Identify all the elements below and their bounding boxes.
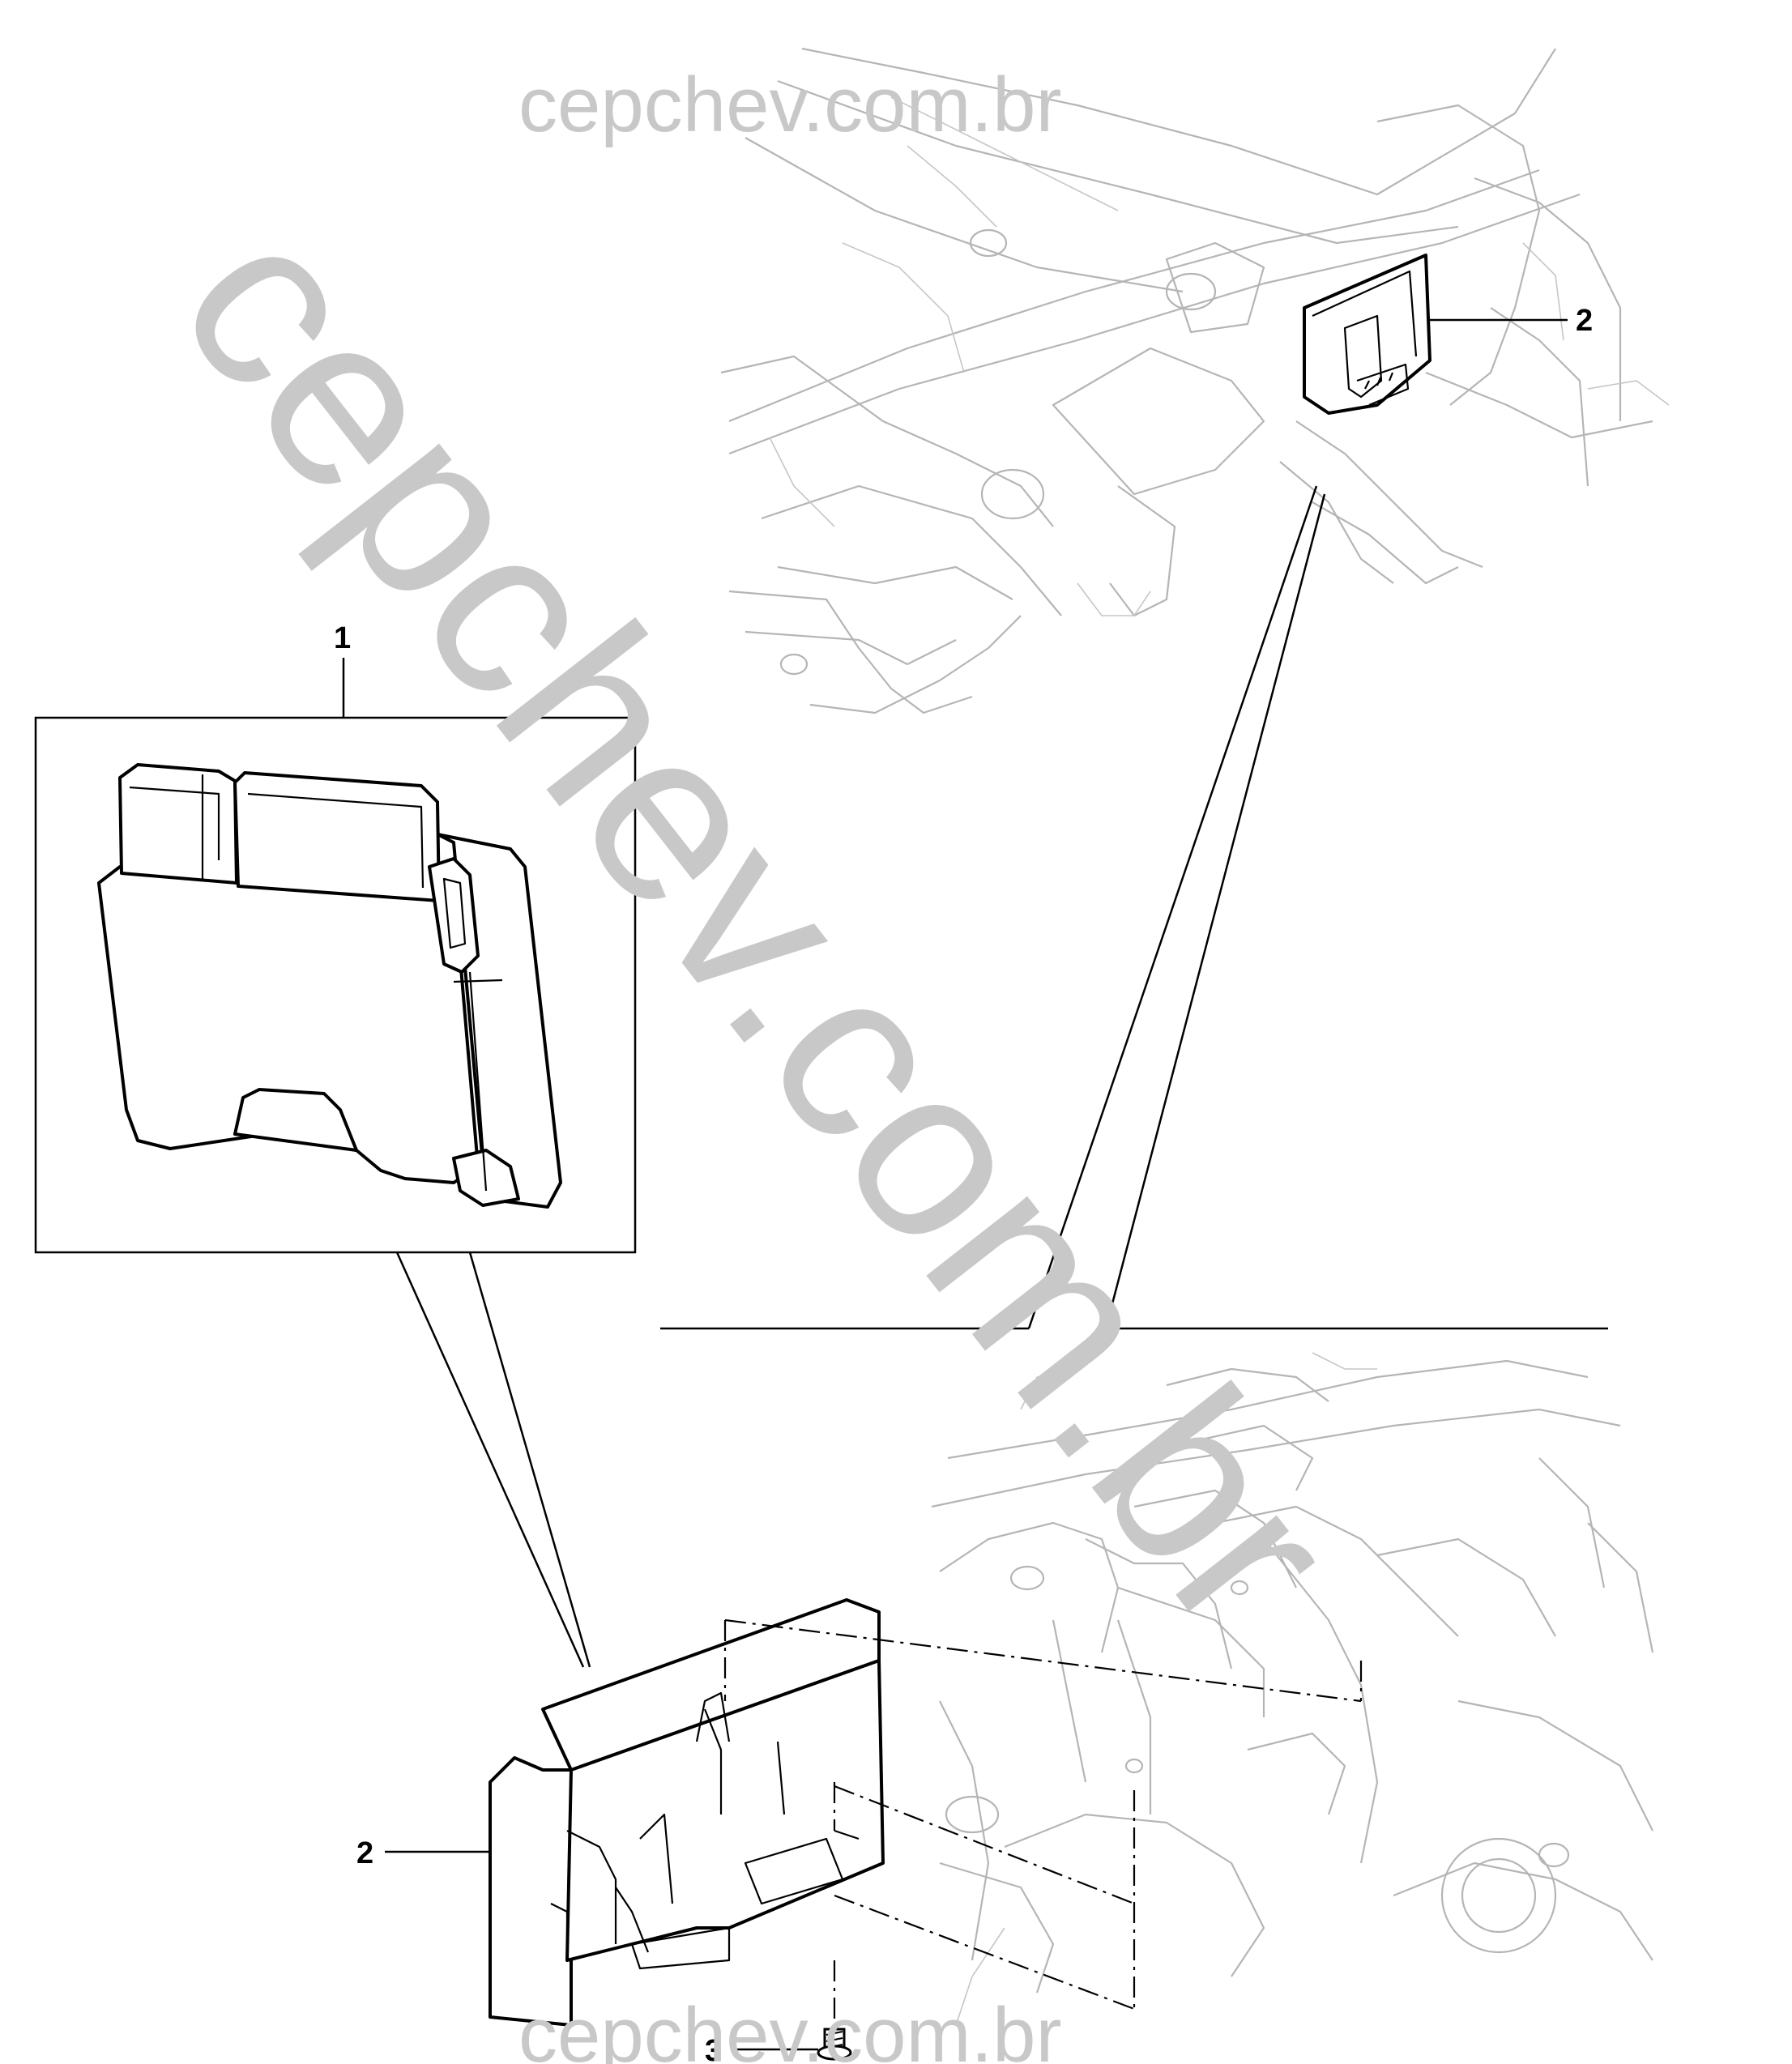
- detail-view-lines: [660, 485, 1608, 1330]
- mounting-bracket: [489, 1598, 885, 2027]
- callout-ecu: 1: [334, 621, 351, 655]
- detail-box-leaders: [395, 1252, 591, 1668]
- front-frame-ghost: [720, 47, 1670, 714]
- ecu-module: [97, 763, 562, 1209]
- callout-screw: 3: [705, 2034, 722, 2064]
- alignment-lines: [723, 1618, 1363, 2011]
- screw: [817, 1960, 852, 2061]
- inner-fender-ghost: [931, 1352, 1654, 2026]
- callout-bracket-top: 2: [1576, 304, 1593, 338]
- module-on-frame: [1303, 254, 1431, 415]
- ecu-detail-frame: [34, 716, 637, 1254]
- watermark-top: cepchev.com.br: [518, 62, 1062, 148]
- callout-bracket-bottom: 2: [356, 1836, 373, 1870]
- watermark-bottom: cepchev.com.br: [518, 1992, 1062, 2064]
